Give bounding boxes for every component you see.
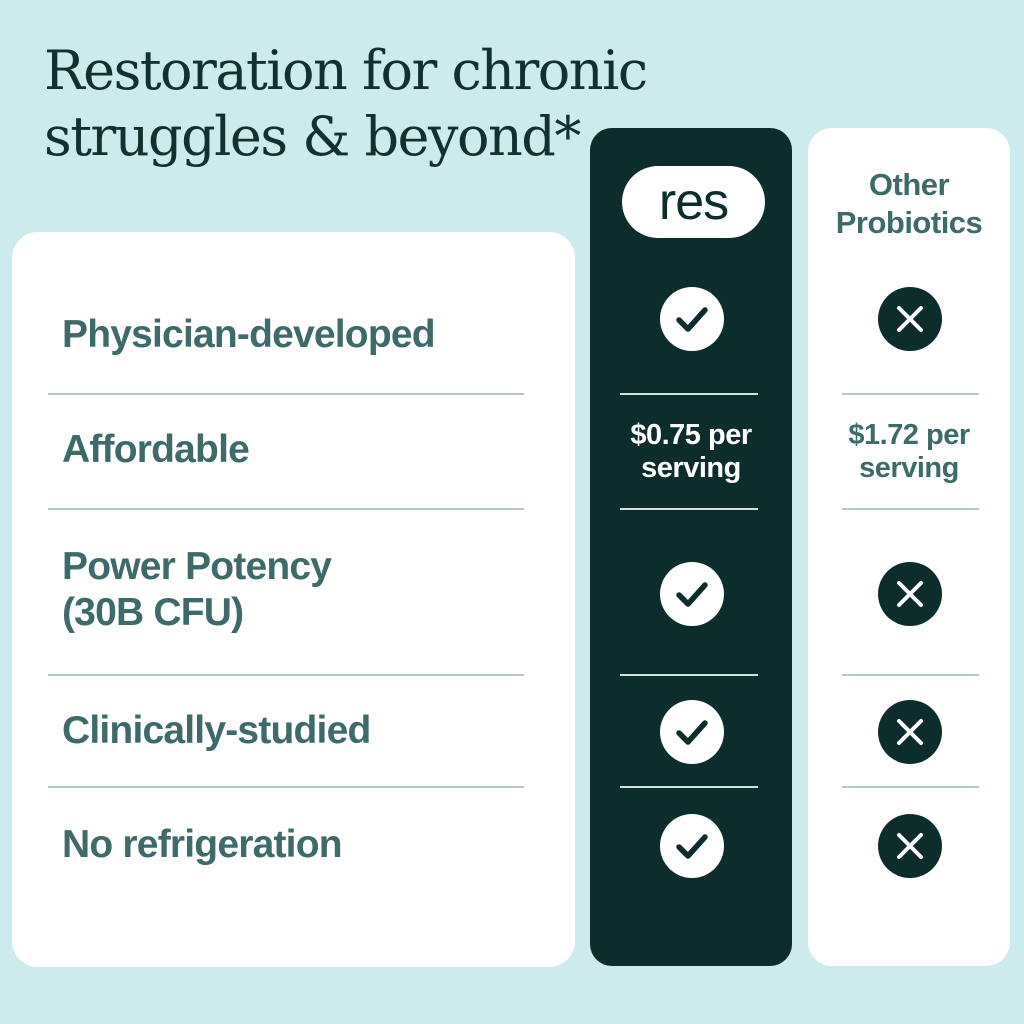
headline: Restoration for chronic struggles & beyo…	[44, 38, 648, 170]
row-divider	[48, 393, 524, 395]
other-price: $1.72 per serving	[808, 419, 1010, 485]
res-price-line-2: serving	[641, 452, 741, 484]
res-price-line-1: $0.75 per	[630, 419, 752, 451]
res-row-divider	[620, 674, 758, 676]
row-divider	[48, 786, 524, 788]
x-icon	[878, 814, 942, 878]
other-row-divider	[842, 674, 979, 676]
other-title-line-1: Other	[868, 167, 950, 202]
row-label-power-potency-line-1: Power Potency	[62, 545, 332, 588]
check-icon	[660, 814, 724, 878]
row-divider	[48, 508, 524, 510]
check-icon	[660, 562, 724, 626]
other-title-line-2: Probiotics	[835, 205, 983, 240]
row-label-affordable: Affordable	[62, 428, 250, 471]
headline-line-1: Restoration for chronic	[44, 39, 648, 102]
res-column: res	[590, 128, 792, 966]
headline-line-2: struggles & beyond*	[44, 105, 581, 168]
row-divider	[48, 674, 524, 676]
x-icon	[878, 287, 942, 351]
row-label-power-potency: Power Potency (30B CFU)	[62, 544, 332, 636]
other-probiotics-title: Other Probiotics	[808, 166, 1010, 242]
feature-panel	[12, 232, 575, 967]
other-price-line-1: $1.72 per	[848, 419, 970, 451]
res-row-divider	[620, 508, 758, 510]
other-row-divider	[842, 393, 979, 395]
x-icon	[878, 700, 942, 764]
row-label-power-potency-line-2: (30B CFU)	[62, 591, 244, 634]
res-row-divider	[620, 786, 758, 788]
other-row-divider	[842, 786, 979, 788]
row-label-physician-developed: Physician-developed	[62, 313, 436, 356]
check-icon	[660, 700, 724, 764]
res-row-divider	[620, 393, 758, 395]
row-label-no-refrigeration: No refrigeration	[62, 823, 343, 866]
check-icon	[660, 287, 724, 351]
res-logo: res	[622, 166, 765, 238]
other-row-divider	[842, 508, 979, 510]
res-price: $0.75 per serving	[590, 419, 792, 485]
other-price-line-2: serving	[859, 452, 959, 484]
x-icon	[878, 562, 942, 626]
row-label-clinically-studied: Clinically-studied	[62, 709, 371, 752]
